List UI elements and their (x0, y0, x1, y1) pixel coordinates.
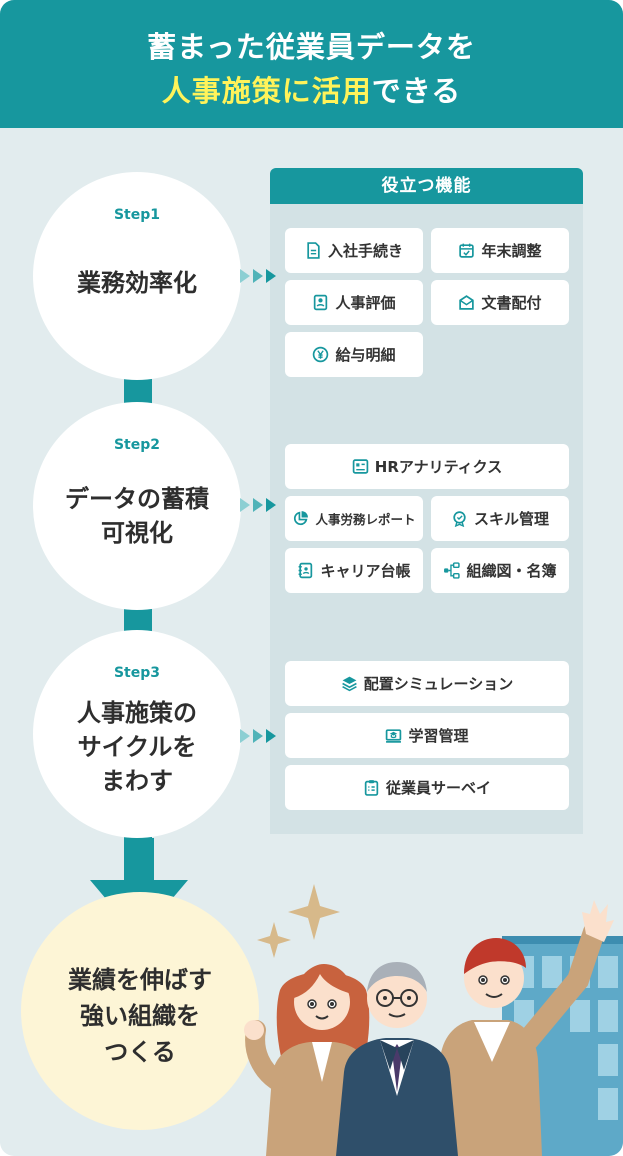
feature-label: HRアナリティクス (374, 458, 503, 476)
header-line2: 人事施策に活用できる (0, 68, 623, 110)
analytics-icon (352, 459, 369, 474)
document-icon (307, 242, 320, 259)
feature-label: 学習管理 (408, 727, 469, 745)
learning-icon (386, 729, 402, 743)
header-line1: 蓄まった従業員データを (147, 30, 476, 64)
layers-icon (342, 676, 357, 692)
feature-label: 従業員サーベイ (385, 779, 491, 797)
feature-label: 文書配付 (481, 294, 542, 312)
feature-label: 人事労務レポート (315, 512, 416, 527)
yen-icon (313, 346, 329, 363)
step3-circle: Step3 人事施策のサイクルをまわす (33, 630, 241, 838)
feature-label: 入社手続き (327, 242, 403, 260)
feature-label: 年末調整 (481, 242, 542, 260)
goal-title: 業績を伸ばす強い組織をつくる (68, 966, 212, 1066)
feature-card: 人事評価 (285, 280, 423, 325)
feature-card: 人事労務レポート (285, 496, 423, 541)
people-illustration (244, 884, 623, 1156)
step-title: 業務効率化 (77, 269, 197, 297)
career-book-icon (299, 562, 313, 579)
sparkle-icon (257, 922, 291, 958)
step-title: データの蓄積可視化 (65, 485, 209, 547)
feature-card: HRアナリティクス (285, 444, 569, 489)
triple-arrow-icon (240, 729, 276, 743)
feature-card: 給与明細 (285, 332, 423, 377)
feature-card: 従業員サーベイ (285, 765, 569, 810)
feature-card: 学習管理 (285, 713, 569, 758)
down-arrow-icon (90, 838, 188, 938)
calendar-check-icon (459, 243, 475, 258)
header: 蓄まった従業員データを 人事施策に活用できる (0, 0, 623, 128)
header-highlight: 人事施策に活用 (161, 74, 372, 108)
step-number: Step2 (113, 437, 161, 453)
feature-card: 文書配付 (431, 280, 569, 325)
triple-arrow-icon (240, 498, 276, 512)
features-panel-title: 役立つ機能 (270, 168, 583, 204)
feature-label: キャリア台帳 (320, 562, 411, 580)
pie-chart-icon (294, 511, 309, 526)
feature-card: 組織図・名簿 (431, 548, 569, 593)
step-number: Step3 (113, 665, 161, 681)
evaluation-icon (314, 294, 328, 311)
feature-card: 配置シミュレーション (285, 661, 569, 706)
sparkle-icon (288, 884, 340, 940)
triple-arrow-icon (240, 269, 276, 283)
badge-icon (453, 511, 466, 527)
step2-circle: Step2 データの蓄積可視化 (33, 402, 241, 610)
feature-label: 配置シミュレーション (363, 675, 514, 693)
header-line2-rest: できる (371, 74, 462, 108)
senior-man-illustration (336, 962, 458, 1156)
goal-circle: 業績を伸ばす強い組織をつくる (21, 892, 259, 1130)
man-illustration (434, 900, 614, 1156)
feature-label: 組織図・名簿 (466, 562, 557, 580)
step-number: Step1 (113, 207, 161, 223)
mail-icon (459, 295, 475, 310)
step1-circle: Step1 業務効率化 (33, 172, 241, 380)
clipboard-icon (364, 780, 379, 796)
org-chart-icon (444, 562, 461, 579)
step-title: 人事施策のサイクルをまわす (77, 699, 197, 795)
feature-label: 人事評価 (335, 294, 396, 312)
feature-label: 給与明細 (335, 346, 396, 364)
feature-card: スキル管理 (431, 496, 569, 541)
feature-card: 入社手続き (285, 228, 423, 273)
feature-card: キャリア台帳 (285, 548, 423, 593)
feature-label: スキル管理 (473, 510, 549, 528)
feature-card: 年末調整 (431, 228, 569, 273)
